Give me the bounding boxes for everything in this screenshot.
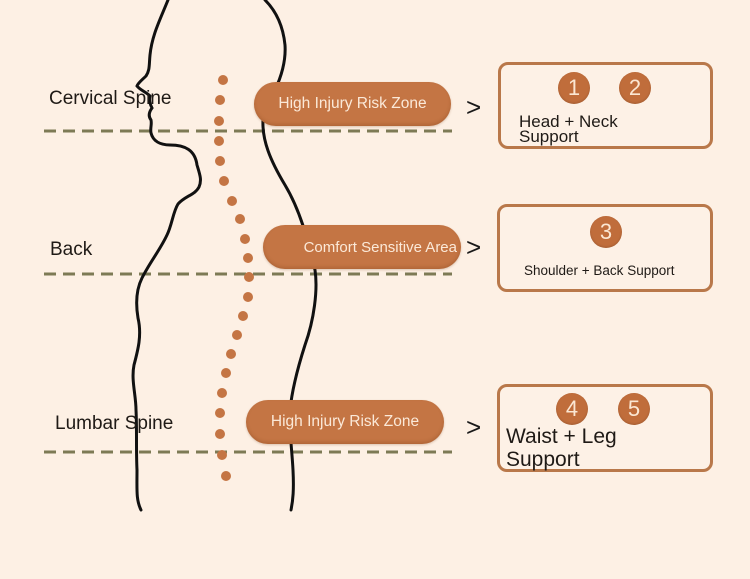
zone-pill-back: Comfort Sensitive Area (263, 225, 461, 269)
arrow-cervical: > (466, 92, 482, 122)
support-text-shoulder-back: Shoulder + Back Support (524, 263, 675, 278)
body-outline-front-icon (131, 0, 202, 512)
vertebra-dot (215, 156, 225, 166)
support-box-shoulder-back: 3 Shoulder + Back Support (497, 204, 713, 292)
vertebra-dot (235, 214, 245, 224)
vertebra-dot (226, 349, 236, 359)
vertebra-dot (243, 253, 253, 263)
vertebra-dot (238, 311, 248, 321)
vertebra-dot (227, 196, 237, 206)
vertebra-dot (218, 75, 228, 85)
vertebra-dot (215, 429, 225, 439)
badge-5: 5 (618, 393, 650, 425)
vertebra-dot (215, 408, 225, 418)
vertebra-dot (240, 234, 250, 244)
badge-1: 1 (558, 72, 590, 104)
support-text-head-neck: Head + Neck Support (519, 112, 618, 146)
zone-pill-cervical: High Injury Risk Zone (254, 82, 451, 126)
vertebra-dot (232, 330, 242, 340)
vertebra-dot (214, 116, 224, 126)
vertebra-dot (217, 388, 227, 398)
zone-pill-lumbar: High Injury Risk Zone (246, 400, 444, 444)
vertebra-dot (244, 272, 254, 282)
badge-2: 2 (619, 72, 651, 104)
vertebra-dot (221, 471, 231, 481)
spine-vertebrae (214, 75, 254, 481)
vertebra-dot (221, 368, 231, 378)
vertebra-dot (217, 450, 227, 460)
region-label-back: Back (50, 239, 93, 260)
support-box-head-neck: 1 2 Head + Neck Support (498, 62, 713, 149)
arrow-back: > (466, 232, 482, 262)
vertebra-dot (219, 176, 229, 186)
region-label-lumbar: Lumbar Spine (55, 413, 174, 434)
vertebra-dot (214, 136, 224, 146)
arrow-lumbar: > (466, 412, 482, 442)
support-text-waist-leg: Waist + Leg Support (506, 425, 617, 471)
badge-3: 3 (590, 216, 622, 248)
badge-4: 4 (556, 393, 588, 425)
support-box-waist-leg: 4 5 Waist + Leg Support (497, 384, 713, 472)
vertebra-dot (243, 292, 253, 302)
region-label-cervical: Cervical Spine (49, 88, 172, 109)
vertebra-dot (215, 95, 225, 105)
